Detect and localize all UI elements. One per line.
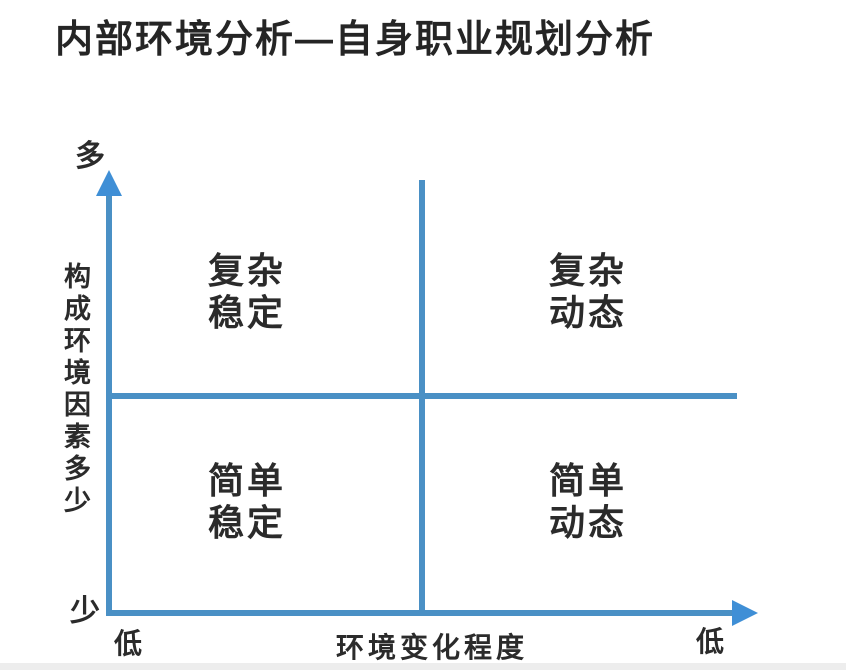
y-axis-min-label: 少 [70,595,100,628]
quadrant-bottom-left: 简单 稳定 [167,460,327,544]
x-axis-right-label: 低 [696,626,725,657]
bottom-edge-divider [0,663,846,670]
y-axis-max-label: 多 [75,140,105,173]
arrow-right-icon [732,600,758,626]
quadrant-label-line1: 简单 [548,460,627,501]
quadrant-top-left: 复杂 稳定 [167,250,327,334]
quadrant-top-right: 复杂 动态 [508,250,668,334]
horizontal-divider-line [106,393,737,399]
quadrant-label-line1: 复杂 [548,250,627,291]
quadrant-bottom-right: 简单 动态 [508,460,668,544]
y-axis-line [106,186,112,615]
quadrant-label-line2: 稳定 [207,292,286,333]
x-axis-left-label: 低 [114,628,143,659]
y-axis-title: 构成环境因素多少 [60,262,90,518]
quadrant-label-line1: 复杂 [207,250,286,291]
quadrant-label-line2: 动态 [548,292,627,333]
arrow-up-icon [96,170,122,196]
quadrant-label-line2: 稳定 [207,502,286,543]
quadrant-label-line2: 动态 [548,502,627,543]
diagram-title: 内部环境分析—自身职业规划分析 [55,19,656,61]
x-axis-title: 环境变化程度 [335,632,528,663]
quadrant-label-line1: 简单 [207,460,286,501]
